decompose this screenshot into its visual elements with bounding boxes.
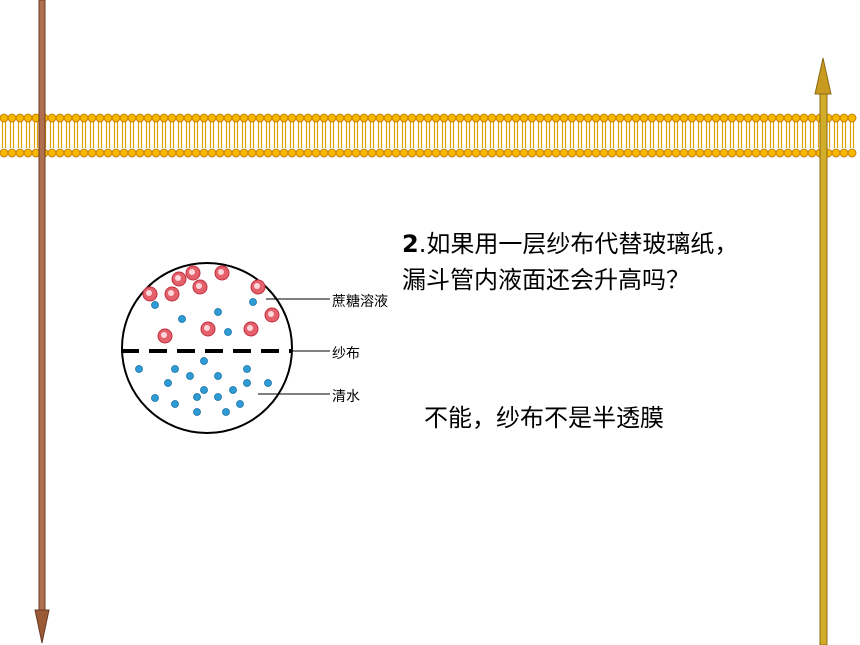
label-gauze: 纱布 — [332, 346, 360, 362]
sugar-molecule — [250, 279, 266, 295]
label-sucrose-solution: 蔗糖溶液 — [332, 294, 388, 310]
sugar-molecule — [243, 321, 259, 337]
water-molecule — [243, 365, 251, 373]
water-molecule — [171, 400, 179, 408]
sugar-molecule — [171, 271, 187, 287]
water-molecule — [249, 298, 257, 306]
water-molecule — [214, 308, 222, 316]
sugar-molecule — [142, 286, 158, 302]
sugar-molecule — [214, 265, 230, 281]
container-circle — [121, 262, 293, 434]
water-molecule — [214, 393, 222, 401]
water-molecule — [151, 301, 159, 309]
right-vertical-arrow — [814, 57, 832, 645]
water-molecule — [186, 372, 194, 380]
water-molecules — [135, 298, 272, 416]
left-vertical-arrow — [34, 0, 50, 644]
sugar-molecules — [142, 265, 280, 344]
water-molecule — [171, 365, 179, 373]
water-molecule — [193, 393, 201, 401]
water-molecule — [200, 386, 208, 394]
answer-text: 不能，纱布不是半透膜 — [424, 404, 664, 432]
sugar-molecule — [185, 265, 201, 281]
label-water: 清水 — [332, 389, 360, 405]
water-molecule — [224, 328, 232, 336]
question-number: 2 — [402, 230, 419, 258]
water-molecule — [264, 379, 272, 387]
water-molecule — [135, 365, 143, 373]
question-line-2: 漏斗管内液面还会升高吗？ — [402, 266, 690, 294]
sugar-molecule — [192, 279, 208, 295]
question-line-1: .如果用一层纱布代替玻璃纸， — [418, 230, 739, 258]
water-molecule — [236, 400, 244, 408]
sugar-molecule — [200, 321, 216, 337]
water-molecule — [151, 394, 159, 402]
water-molecule — [222, 408, 230, 416]
phospholipid-membrane-band — [0, 113, 857, 158]
sugar-molecule — [264, 307, 280, 323]
sugar-molecule — [164, 286, 180, 302]
sugar-molecule — [157, 328, 173, 344]
osmosis-diagram — [121, 262, 330, 434]
water-molecule — [229, 386, 237, 394]
water-molecule — [178, 315, 186, 323]
water-molecule — [164, 379, 172, 387]
water-molecule — [193, 408, 201, 416]
question-text: 2.如果用一层纱布代替玻璃纸， 漏斗管内液面还会升高吗？ — [402, 226, 738, 298]
water-molecule — [200, 357, 208, 365]
water-molecule — [243, 379, 251, 387]
water-molecule — [214, 372, 222, 380]
